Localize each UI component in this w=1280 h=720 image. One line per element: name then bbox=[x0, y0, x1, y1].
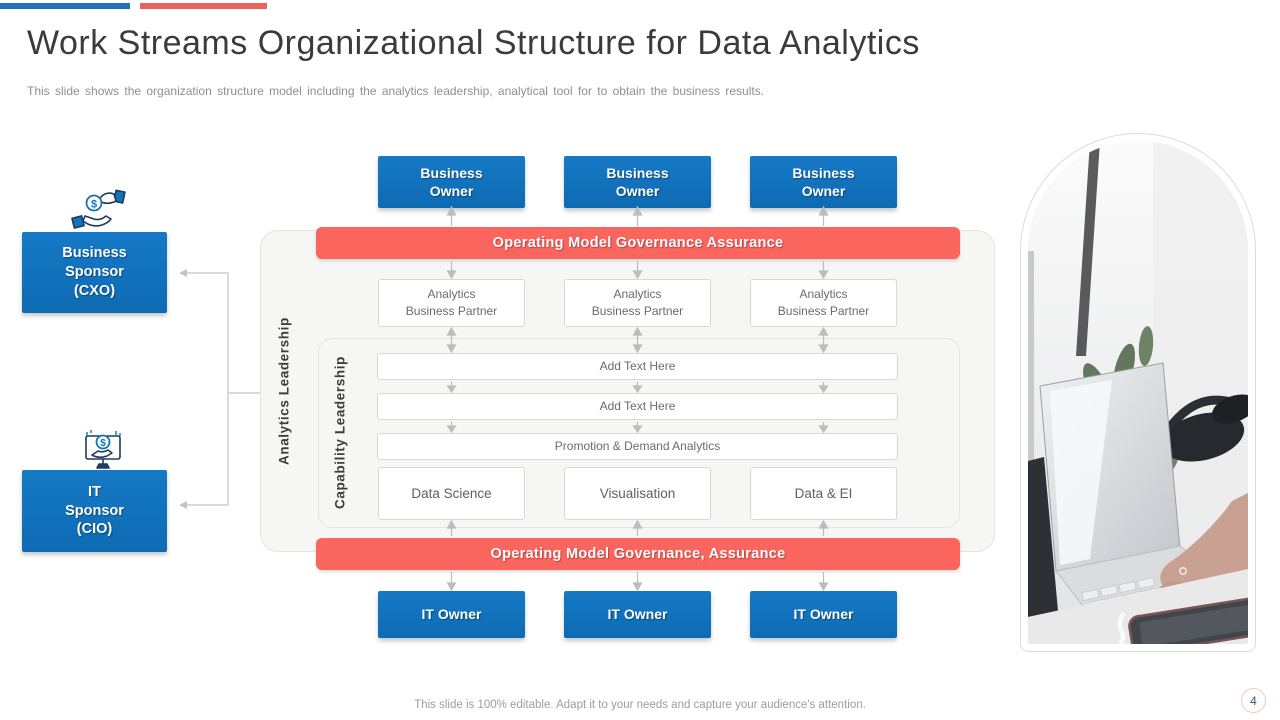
business-owner-box-1: Business Owner bbox=[378, 156, 525, 208]
it-owner-box-1: IT Owner bbox=[378, 591, 525, 638]
svg-text:$: $ bbox=[91, 199, 97, 211]
editable-note: This slide is 100% editable. Adapt it to… bbox=[414, 699, 866, 711]
governance-top-bar: Operating Model Governance Assurance bbox=[316, 227, 960, 259]
page-title: Work Streams Organizational Structure fo… bbox=[27, 24, 920, 62]
it-owner-box-3: IT Owner bbox=[750, 591, 897, 638]
data-ei-box: Data & EI bbox=[750, 467, 897, 520]
analytics-business-partner-box-1: Analytics Business Partner bbox=[378, 279, 525, 327]
business-owner-box-3: Business Owner bbox=[750, 156, 897, 208]
promotion-demand-analytics-box: Promotion & Demand Analytics bbox=[377, 433, 898, 460]
business-sponsor-box: Business Sponsor (CXO) bbox=[22, 232, 167, 313]
monitor-payment-icon: $ bbox=[79, 428, 127, 470]
data-science-box: Data Science bbox=[378, 467, 525, 520]
slide-subtitle: This slide shows the organization struct… bbox=[27, 84, 765, 98]
visualisation-box: Visualisation bbox=[564, 467, 711, 520]
it-owner-box-2: IT Owner bbox=[564, 591, 711, 638]
business-owner-box-2: Business Owner bbox=[564, 156, 711, 208]
add-text-placeholder-2[interactable]: Add Text Here bbox=[377, 393, 898, 420]
hands-giving-coin-icon: $ bbox=[70, 188, 128, 230]
governance-bottom-bar: Operating Model Governance, Assurance bbox=[316, 538, 960, 570]
analytics-leadership-label: Analytics Leadership bbox=[276, 317, 292, 465]
it-sponsor-box: IT Sponsor (CIO) bbox=[22, 470, 167, 552]
analytics-business-partner-box-3: Analytics Business Partner bbox=[750, 279, 897, 327]
capability-leadership-label: Capability Leadership bbox=[332, 356, 348, 510]
analytics-business-partner-box-2: Analytics Business Partner bbox=[564, 279, 711, 327]
add-text-placeholder-1[interactable]: Add Text Here bbox=[377, 353, 898, 380]
arch-photo-frame bbox=[1020, 133, 1256, 652]
svg-text:$: $ bbox=[100, 438, 106, 449]
header-accent-bar-red bbox=[140, 3, 267, 9]
workspace-photo bbox=[1028, 141, 1248, 644]
page-number-badge: 4 bbox=[1241, 688, 1266, 713]
header-accent-bar-blue bbox=[0, 3, 130, 9]
